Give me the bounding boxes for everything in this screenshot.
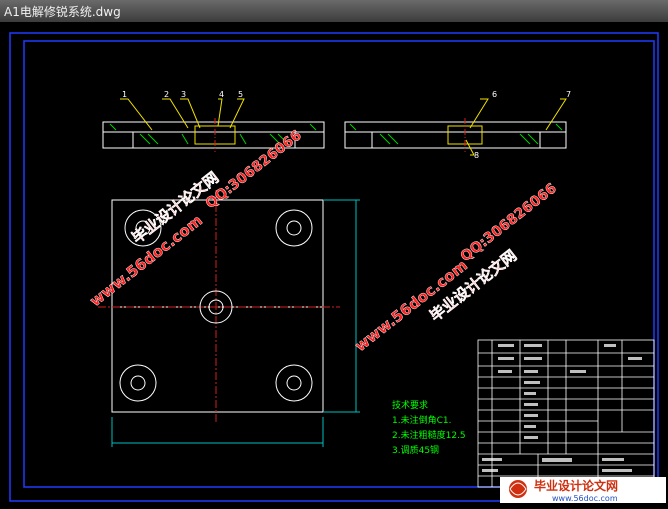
title-block [477, 339, 655, 488]
sheet-outer-border [9, 32, 659, 502]
callout-label-7: 7 [566, 90, 571, 99]
window-titlebar: A1电解修锐系统.dwg [0, 0, 668, 23]
tech-note-3: 3.调质45钢 [392, 444, 439, 456]
front-view-leaders [120, 98, 245, 131]
callout-label-5: 5 [238, 90, 243, 99]
watermark-group-left: www.56doc.com 毕业设计论文网 QQ:306826066 [86, 127, 305, 310]
tech-note-1: 1.未注倒角C1. [392, 414, 451, 426]
footer-logo: 毕业设计论文网 www.56doc.com [500, 477, 666, 503]
technical-notes: 技术要求 1.未注倒角C1. 2.未注粗糙度12.5 3.调质45钢 [392, 399, 466, 456]
plan-view [98, 190, 360, 447]
sheet-inner-border [23, 40, 655, 488]
callout-label-3: 3 [181, 90, 186, 99]
watermark-group-right: www.56doc.com 毕业设计论文网 QQ:306826066 [351, 180, 560, 355]
tech-notes-heading: 技术要求 [392, 399, 428, 411]
callout-label-2: 2 [164, 90, 169, 99]
callout-label-8: 8 [474, 151, 479, 160]
side-view-leaders [465, 98, 567, 156]
footer-logo-url: www.56doc.com [552, 494, 618, 503]
front-section-view [102, 118, 325, 152]
footer-logo-name: 毕业设计论文网 [534, 478, 618, 493]
title-block-fill [482, 344, 642, 472]
tech-note-2: 2.未注粗糙度12.5 [392, 429, 466, 441]
window-title: A1电解修锐系统.dwg [4, 5, 121, 19]
watermark-qq-left: QQ:306826066 [203, 127, 305, 212]
side-section-view [344, 118, 567, 152]
callout-label-4: 4 [219, 90, 224, 99]
callout-label-6: 6 [492, 90, 497, 99]
cad-drawing: 1 2 3 4 5 6 7 8 [9, 32, 666, 503]
callout-label-1: 1 [122, 90, 127, 99]
drawing-canvas[interactable]: 1 2 3 4 5 6 7 8 [0, 22, 668, 505]
